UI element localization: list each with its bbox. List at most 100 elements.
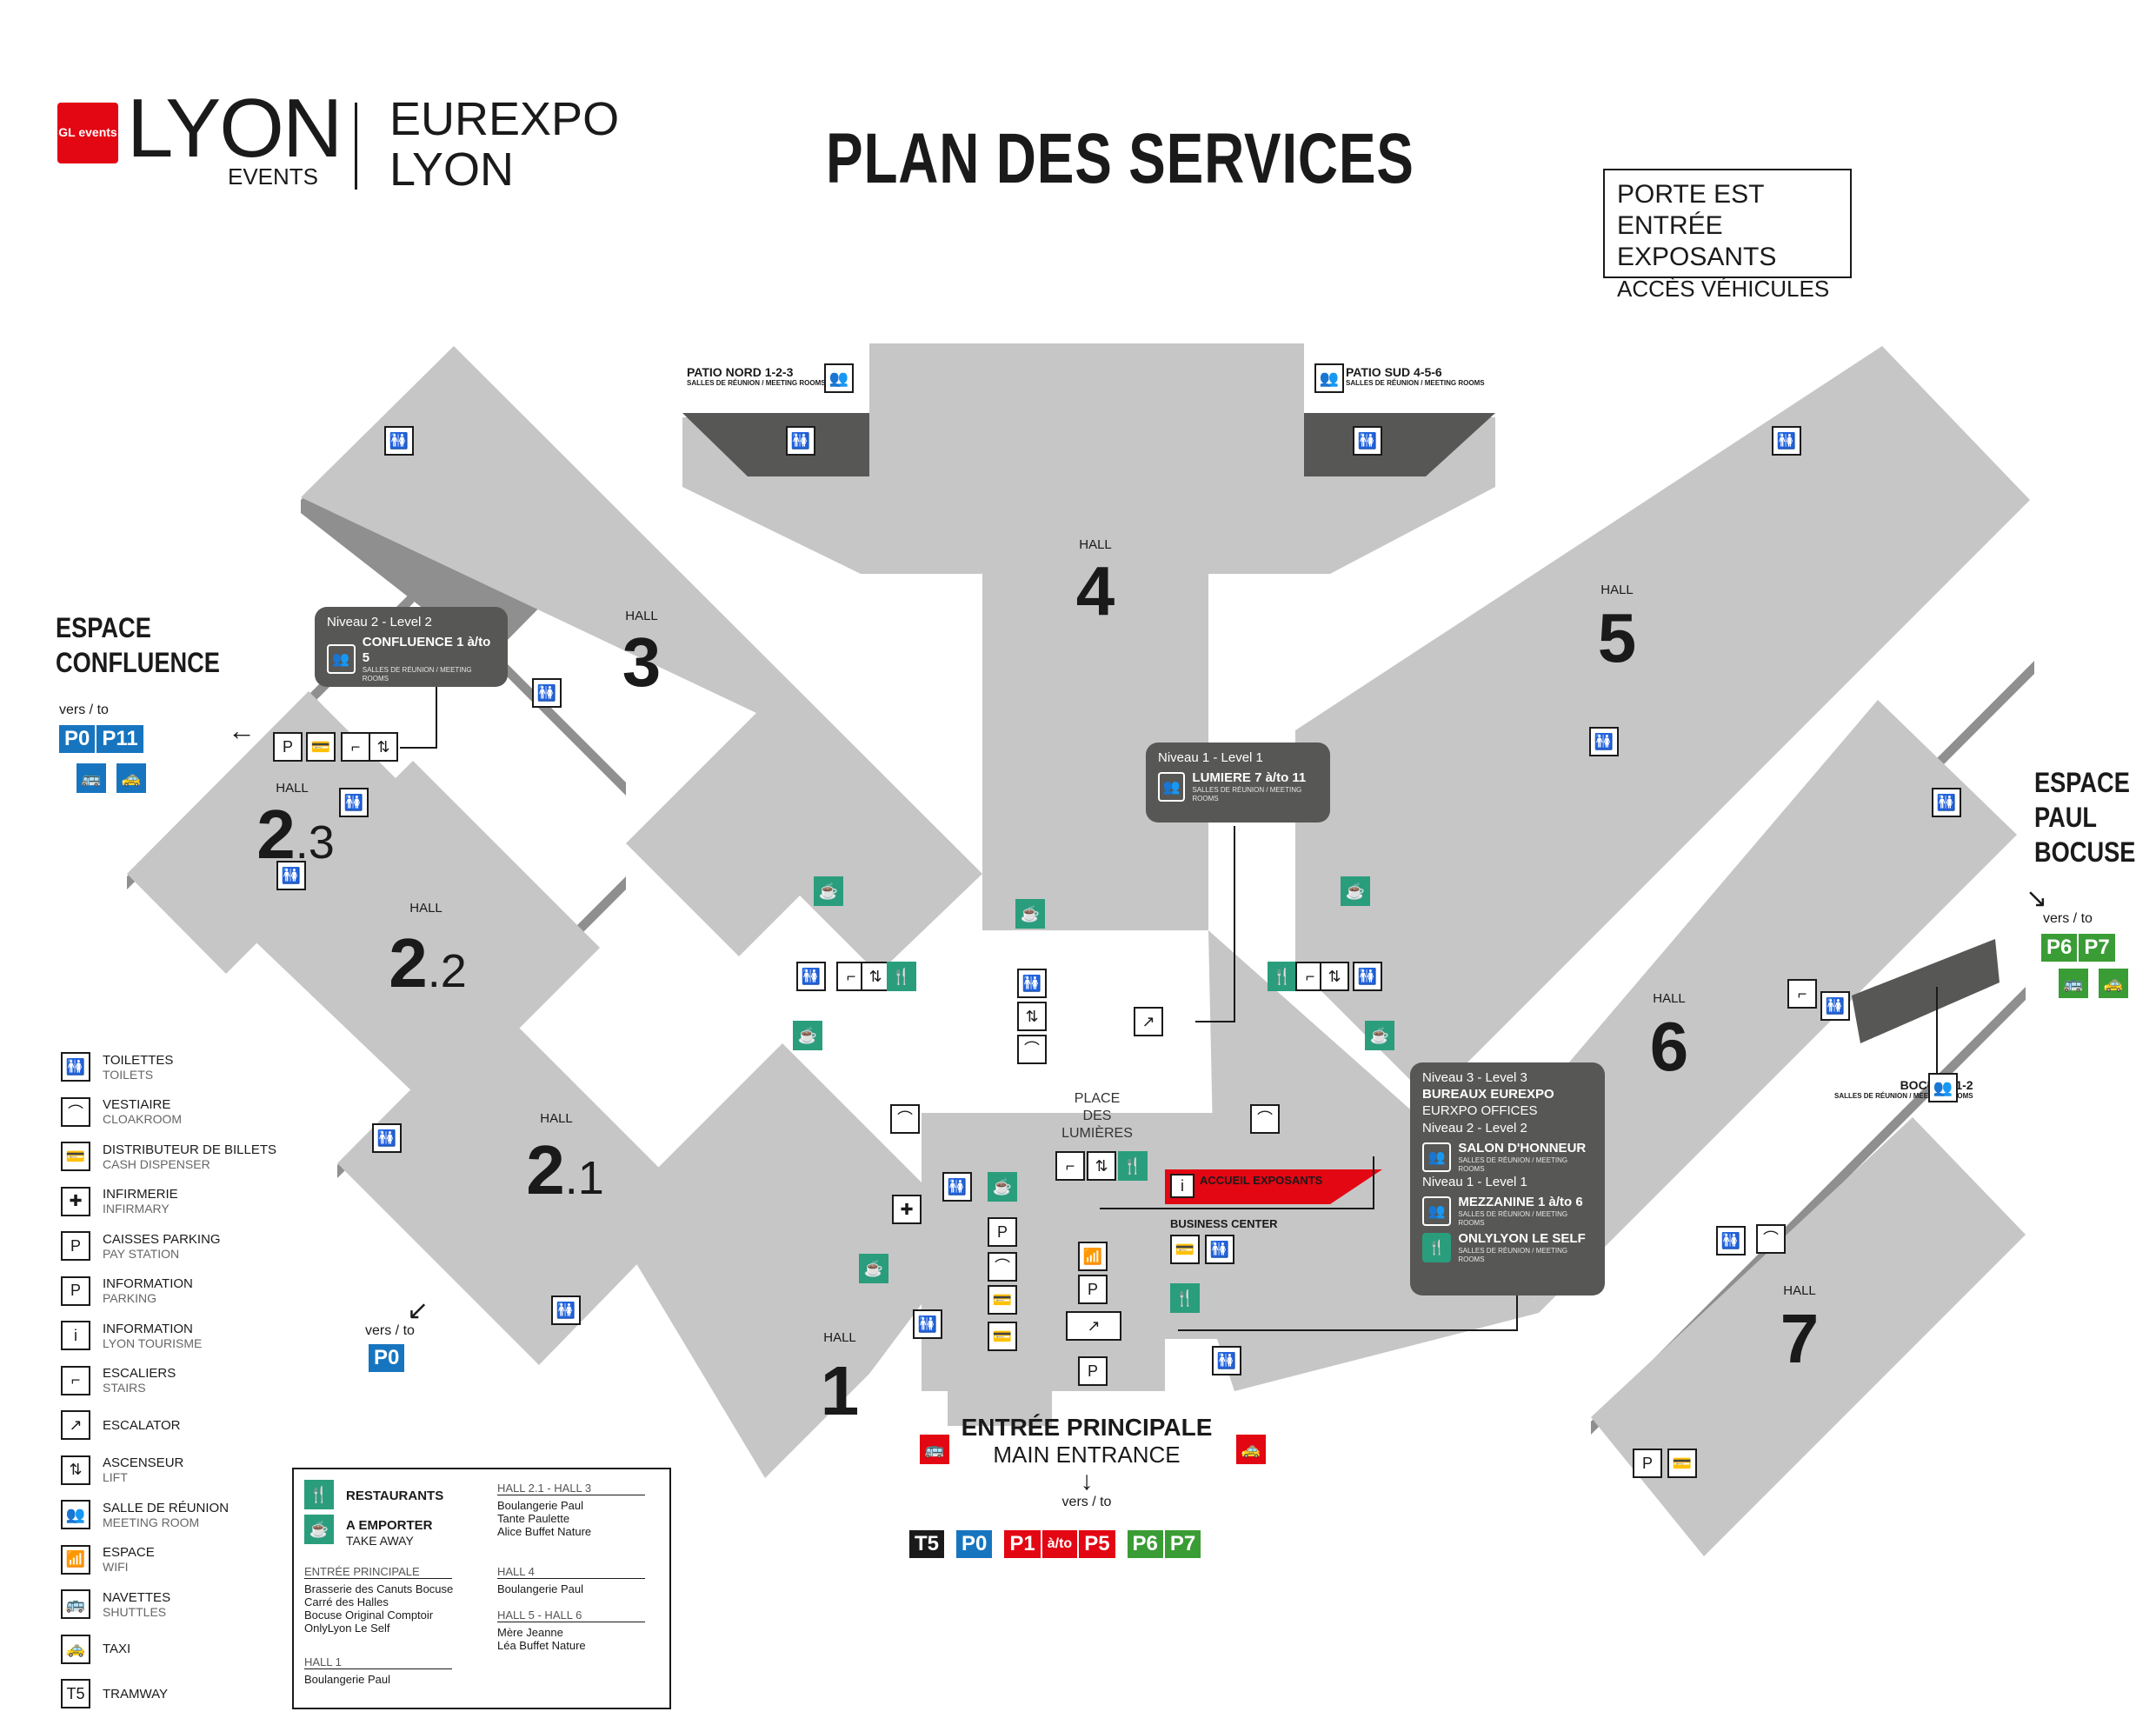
tram-t5: T5 bbox=[909, 1530, 945, 1558]
gl-events-text: GL events bbox=[58, 125, 117, 139]
toilets-icon: 🚻 bbox=[1589, 727, 1619, 756]
cloakroom-icon: ⌒ bbox=[988, 1252, 1017, 1282]
patio-sud-label: PATIO SUD 4-5-6 SALLES DE RÉUNION / MEET… bbox=[1346, 365, 1485, 387]
hall213-rest-item: Alice Buffet Nature bbox=[497, 1525, 592, 1538]
infirmary-icon: ✚ bbox=[892, 1195, 922, 1224]
business-center-label: BUSINESS CENTER bbox=[1170, 1217, 1278, 1230]
lumiere-sub: SALLES DE RÉUNION / MEETING ROOMS bbox=[1192, 786, 1302, 803]
hall56-rest-head: HALL 5 - HALL 6 bbox=[497, 1608, 645, 1622]
hall-1-floor bbox=[609, 1043, 974, 1478]
place-des-lumieres-label: PLACE DES LUMIÈRES bbox=[1055, 1090, 1139, 1142]
shuttle-icon: 🚌 bbox=[2059, 969, 2088, 998]
only-sub: SALLES DE RÉUNION / MEETING ROOMS bbox=[1458, 1247, 1568, 1263]
restaurants-label: RESTAURANTS bbox=[346, 1489, 444, 1503]
hall-7-number: 7 bbox=[1780, 1300, 1820, 1377]
parking-p6: P6 bbox=[2041, 934, 2078, 962]
wifi-icon: 📶 bbox=[61, 1544, 90, 1575]
arrow-left-icon: ← bbox=[228, 715, 256, 746]
toilets-icon: 🚻 bbox=[913, 1309, 942, 1339]
bureaux-name2: EURXPO OFFICES bbox=[1422, 1103, 1538, 1118]
entree-rest-item: Carré des Halles bbox=[304, 1595, 389, 1608]
accueil-label: ACCUEIL EXPOSANTS EXHIBITOR SERVICES bbox=[1200, 1174, 1322, 1200]
bocuse-l1: ESPACE bbox=[2034, 767, 2130, 798]
spacer bbox=[946, 1530, 955, 1558]
confluence-level: Niveau 2 - Level 2 bbox=[327, 615, 432, 629]
only-name: ONLYLYON LE SELF bbox=[1458, 1231, 1586, 1246]
place-lift-icon: ⇅ bbox=[1087, 1151, 1116, 1181]
legend-subtitle: MEETING ROOM bbox=[103, 1515, 200, 1529]
hall-23-label: HALL bbox=[276, 781, 309, 796]
patio-nord-meeting-icon: 👥 bbox=[824, 363, 854, 393]
toilets-icon: 🚻 bbox=[1820, 991, 1850, 1021]
lumiere-level: Niveau 1 - Level 1 bbox=[1158, 750, 1263, 765]
patio-sud-zone bbox=[1304, 413, 1495, 476]
hall-23-floor bbox=[127, 691, 409, 974]
hall-7-floor bbox=[1591, 1117, 2026, 1556]
parking-p0-main: P0 bbox=[956, 1530, 993, 1558]
bocuse-zone bbox=[1852, 939, 2000, 1043]
hall4-rest-head: HALL 4 bbox=[497, 1565, 645, 1579]
legend-subtitle: PAY STATION bbox=[103, 1246, 180, 1261]
parking-p6-main: P6 bbox=[1127, 1530, 1163, 1558]
confluence-vers: vers / to bbox=[59, 703, 109, 717]
legend-title: VESTIAIRE bbox=[103, 1097, 171, 1112]
eurexpo-line1: EUREXPO bbox=[389, 93, 620, 145]
toilets-icon: 🚻 bbox=[1017, 969, 1047, 998]
toilets-icon: 🚻 bbox=[339, 788, 369, 817]
place-l1: PLACE bbox=[1074, 1091, 1121, 1106]
legend-title: TAXI bbox=[103, 1642, 131, 1656]
espace-paul-bocuse-label: ESPACE PAUL BOCUSE bbox=[2034, 765, 2135, 869]
lift-icon: ⇅ bbox=[861, 962, 890, 991]
pay-station-icon: P bbox=[1078, 1356, 1108, 1386]
mezz-name: MEZZANINE 1 à/to 6 bbox=[1458, 1195, 1583, 1209]
espace-confluence-label: ESPACE CONFLUENCE bbox=[56, 610, 220, 680]
cloakroom-icon: ⌒ bbox=[1250, 1104, 1280, 1134]
logo-separator bbox=[355, 103, 357, 190]
escalator-icon: ↗ bbox=[1066, 1311, 1121, 1341]
hall1-rest-head: HALL 1 bbox=[304, 1655, 452, 1669]
cloakroom-icon: ⌒ bbox=[1017, 1035, 1047, 1064]
bocuse-l2: PAUL bbox=[2034, 802, 2098, 833]
eurexpo-line2: LYON bbox=[389, 143, 515, 196]
restaurant-icon: 🍴 bbox=[1268, 962, 1297, 991]
meeting-room-icon: 👥 bbox=[61, 1500, 90, 1529]
confluence-sub: SALLES DE RÉUNION / MEETING ROOMS bbox=[362, 666, 472, 683]
legend-subtitle: WIFI bbox=[103, 1560, 129, 1574]
hall-23-main: 2 bbox=[256, 796, 296, 873]
lyon-logo-text: LYON bbox=[127, 82, 343, 175]
porte-est-box: PORTE EST ENTRÉE EXPOSANTS ACCÈS VÉHICUL… bbox=[1603, 169, 1852, 302]
lift-icon: ⇅ bbox=[61, 1455, 90, 1485]
legend-texts: TAXI bbox=[103, 1642, 130, 1656]
hall-4-floor bbox=[682, 343, 1495, 930]
hall-21-sub: .1 bbox=[564, 1152, 604, 1204]
toilets-icon: 🚻 bbox=[796, 962, 826, 991]
legend-subtitle: CASH DISPENSER bbox=[103, 1156, 210, 1171]
hall-22-number: 2.2 bbox=[376, 929, 480, 1006]
parking-p0-bottom: P0 bbox=[369, 1344, 405, 1372]
cash-dispenser-icon: 💳 bbox=[988, 1322, 1017, 1351]
parking-p1: P1 bbox=[1004, 1530, 1041, 1558]
hall-21-number: 2.1 bbox=[513, 1136, 617, 1213]
spacer bbox=[994, 1530, 1002, 1558]
legend-title: INFORMATION bbox=[103, 1276, 193, 1291]
entree-l2: MAIN ENTRANCE bbox=[993, 1442, 1181, 1468]
bureaux-level3: Niveau 3 - Level 3 bbox=[1422, 1070, 1527, 1085]
hall-1-number: 1 bbox=[820, 1352, 860, 1429]
arrow-down-icon: ↓ bbox=[1080, 1467, 1094, 1495]
cash-dispenser-icon: 💳 bbox=[988, 1285, 1017, 1315]
page-title: PLAN DES SERVICES bbox=[826, 119, 1414, 198]
only-texts: ONLYLYON LE SELF SALLES DE RÉUNION / MEE… bbox=[1458, 1231, 1593, 1264]
lumiere-room: 👥 LUMIERE 7 à/to 11 SALLES DE RÉUNION / … bbox=[1158, 770, 1318, 803]
pay-station-icon: P bbox=[1633, 1449, 1662, 1478]
